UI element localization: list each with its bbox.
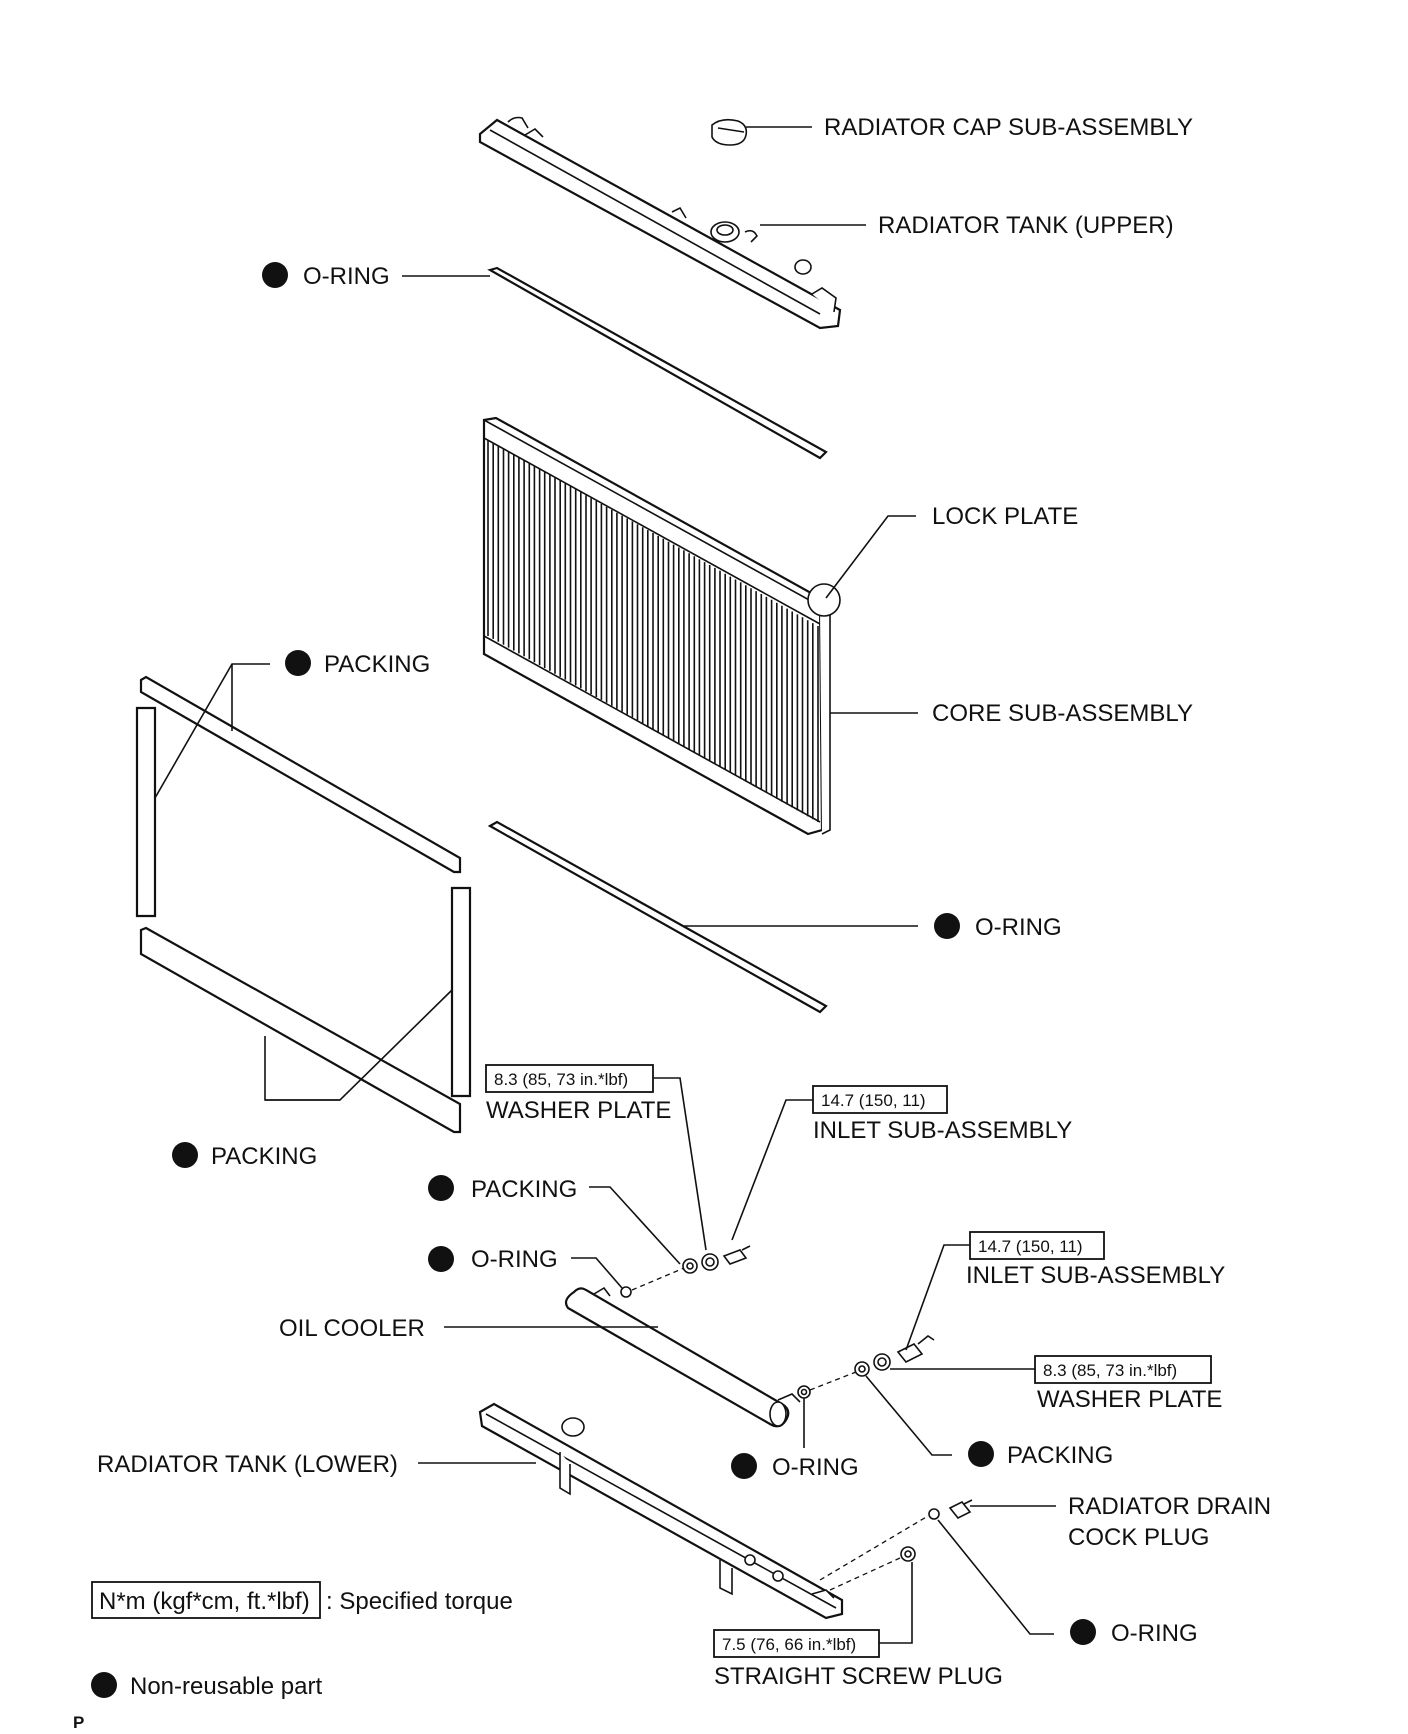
label-oil-cooler: OIL COOLER xyxy=(279,1315,425,1342)
torque-box-washer-plate-2 xyxy=(1034,1355,1212,1384)
leader-straight-screw xyxy=(879,1562,913,1644)
nonreusable-dot-oring-drain xyxy=(1070,1619,1096,1645)
leader-packing-oc xyxy=(589,1186,681,1265)
leader-lock-plate xyxy=(825,515,916,599)
label-lock-plate: LOCK PLATE xyxy=(932,503,1078,530)
nonreusable-dot-oring-mid xyxy=(934,913,960,939)
label-oring-mid: O-RING xyxy=(975,914,1062,941)
label-washer-plate-1: WASHER PLATE xyxy=(486,1097,671,1124)
o-ring-mid-part xyxy=(487,820,828,1014)
legend-torque-desc: : Specified torque xyxy=(326,1588,513,1615)
core-sub-assembly-part xyxy=(482,416,841,836)
leader-inlet-1 xyxy=(731,1099,813,1241)
label-inlet-2: INLET SUB-ASSEMBLY xyxy=(966,1262,1225,1289)
nonreusable-dot-oring-low xyxy=(731,1453,757,1479)
oil-cooler-fittings-bottom xyxy=(797,1335,935,1399)
leader-washer-plate-1 xyxy=(653,1077,707,1251)
legend-torque-unit: N*m (kgf*cm, ft.*lbf) xyxy=(99,1588,310,1615)
leader-inlet-2 xyxy=(905,1244,970,1351)
label-tank-lower: RADIATOR TANK (LOWER) xyxy=(97,1451,398,1478)
torque-box-washer-plate-1 xyxy=(485,1064,654,1093)
label-inlet-1: INLET SUB-ASSEMBLY xyxy=(813,1117,1072,1144)
label-core: CORE SUB-ASSEMBLY xyxy=(932,700,1193,727)
label-straight-screw: STRAIGHT SCREW PLUG xyxy=(714,1663,1003,1690)
nonreusable-dot-oring-oc xyxy=(428,1246,454,1272)
dash-screw-plug xyxy=(829,1557,901,1591)
leader-oring-drain xyxy=(937,1519,1054,1635)
label-packing-bottom: PACKING xyxy=(211,1143,317,1170)
label-drain-cock-1: RADIATOR DRAIN xyxy=(1068,1493,1271,1520)
radiator-tank-upper-part xyxy=(478,116,842,330)
label-packing-low: PACKING xyxy=(1007,1442,1113,1469)
o-ring-top-part xyxy=(487,266,828,460)
dash-oring-oc xyxy=(631,1267,685,1291)
nonreusable-dot-packing-low xyxy=(968,1441,994,1467)
legend-nonreusable-text: Non-reusable part xyxy=(130,1673,322,1700)
nonreusable-dot-oring-top xyxy=(262,262,288,288)
torque-washer-plate-2: 8.3 (85, 73 in.*lbf) xyxy=(1043,1361,1177,1380)
straight-screw-plug-part xyxy=(900,1546,916,1562)
drain-cock-plug-part xyxy=(928,1499,973,1520)
dash-oring-low xyxy=(809,1371,857,1391)
torque-inlet-2: 14.7 (150, 11) xyxy=(978,1237,1083,1256)
radiator-tank-lower-part xyxy=(478,1402,844,1620)
torque-box-inlet-2 xyxy=(969,1231,1105,1260)
label-tank-upper: RADIATOR TANK (UPPER) xyxy=(878,212,1174,239)
label-oring-drain: O-RING xyxy=(1111,1620,1198,1647)
leader-packing-low xyxy=(865,1375,952,1456)
page-mark: P xyxy=(73,1713,84,1732)
nonreusable-dot-packing-oc xyxy=(428,1175,454,1201)
label-drain-cock-2: COCK PLUG xyxy=(1068,1524,1209,1551)
legend-nonreusable-dot xyxy=(91,1672,117,1698)
torque-box-inlet-1 xyxy=(812,1085,948,1114)
label-packing-oc: PACKING xyxy=(471,1176,577,1203)
oil-cooler-fittings-top xyxy=(620,1245,751,1298)
label-packing-top: PACKING xyxy=(324,651,430,678)
label-oring-top: O-RING xyxy=(303,263,390,290)
nonreusable-dot-packing-bottom xyxy=(172,1142,198,1168)
radiator-cap-part xyxy=(711,118,748,146)
oil-cooler-part xyxy=(564,1286,801,1428)
leader-oring-oc xyxy=(571,1257,623,1289)
torque-inlet-1: 14.7 (150, 11) xyxy=(821,1091,926,1110)
torque-washer-plate-1: 8.3 (85, 73 in.*lbf) xyxy=(494,1070,628,1089)
packing-frame-part xyxy=(135,675,472,1134)
legend-torque-box xyxy=(91,1581,321,1619)
torque-straight-screw: 7.5 (76, 66 in.*lbf) xyxy=(722,1635,856,1654)
nonreusable-dot-packing-top xyxy=(285,650,311,676)
label-oring-low: O-RING xyxy=(772,1454,859,1481)
label-washer-plate-2: WASHER PLATE xyxy=(1037,1386,1222,1413)
dash-drain-cock xyxy=(819,1515,929,1581)
label-radiator-cap: RADIATOR CAP SUB-ASSEMBLY xyxy=(824,114,1193,141)
label-oring-oc: O-RING xyxy=(471,1246,558,1273)
